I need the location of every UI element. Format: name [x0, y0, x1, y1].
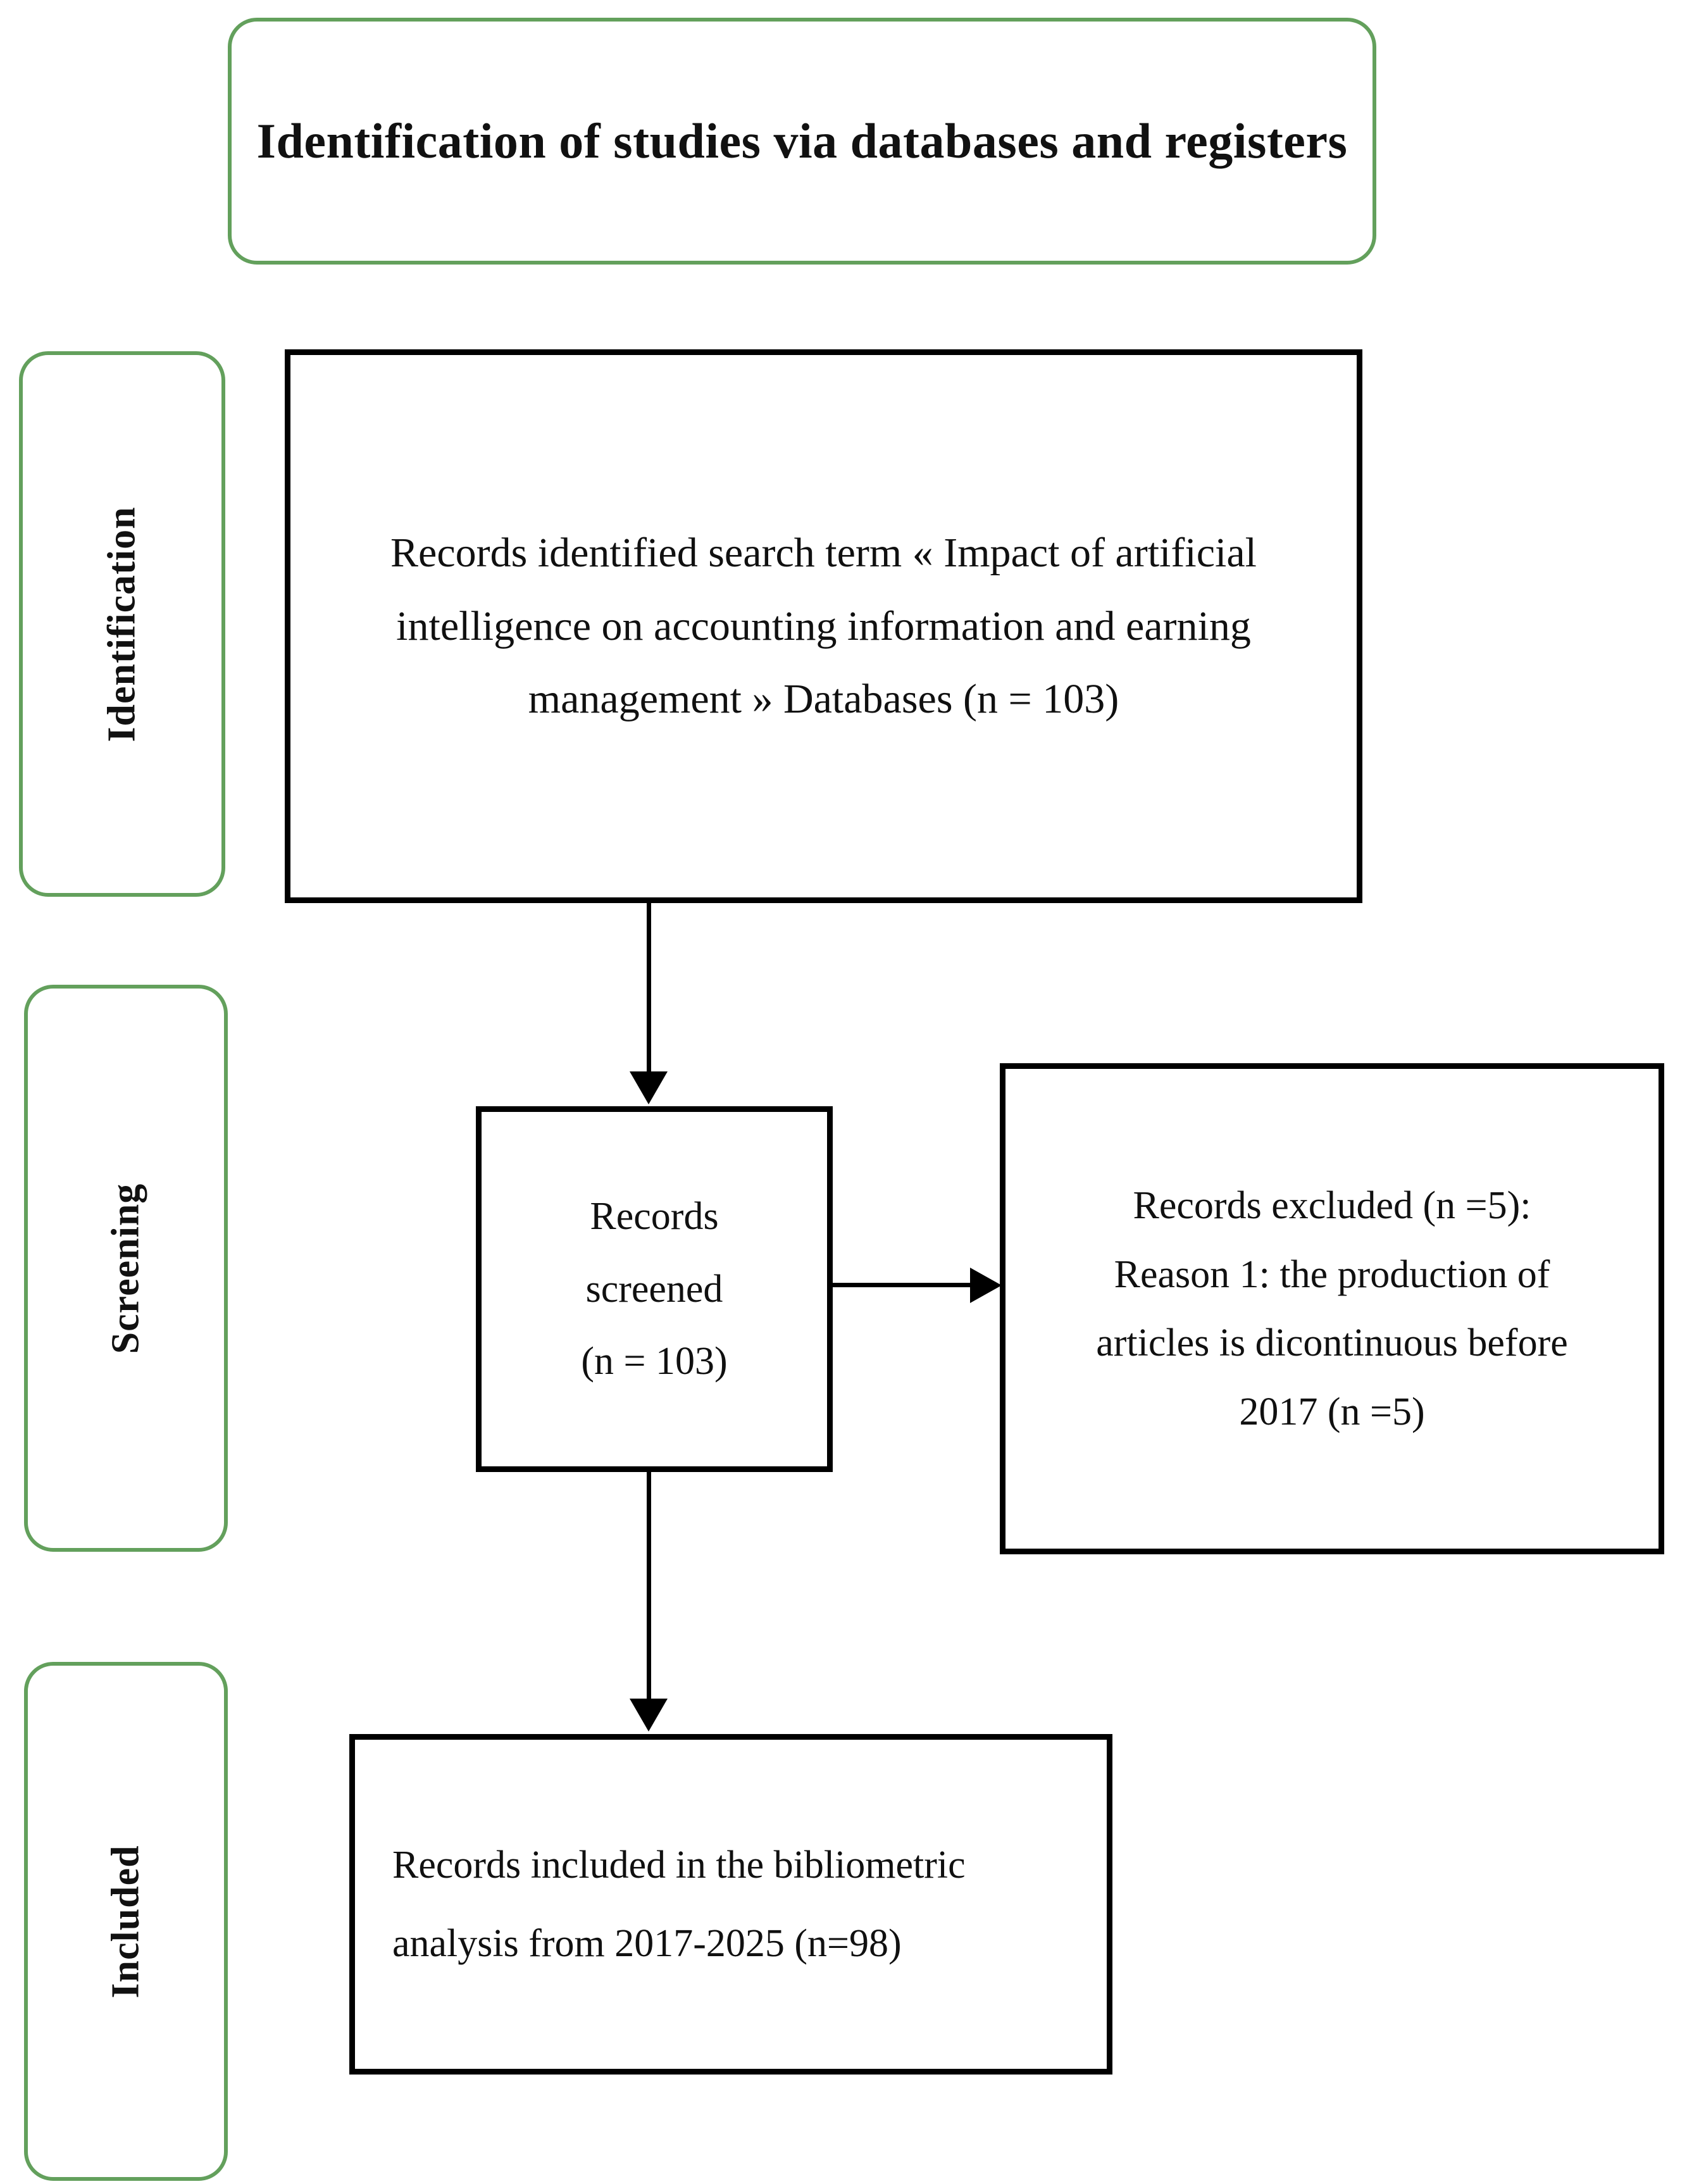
stage-label-included-text: Included	[104, 1844, 147, 1999]
connector-screened-to-excluded-line	[833, 1283, 973, 1287]
records-excluded-line-2: Reason 1: the production of	[1114, 1252, 1550, 1296]
records-included-line-2: analysis from 2017-2025 (n=98)	[392, 1922, 902, 1965]
diagram-title-box: Identification of studies via databases …	[228, 18, 1376, 265]
box-records-excluded-text: Records excluded (n =5): Reason 1: the p…	[1028, 1171, 1636, 1446]
connector-screened-to-included-line	[647, 1471, 651, 1700]
box-records-excluded: Records excluded (n =5): Reason 1: the p…	[1000, 1063, 1664, 1554]
box-records-included: Records included in the bibliometric ana…	[349, 1734, 1112, 2075]
records-excluded-line-4: 2017 (n =5)	[1239, 1390, 1425, 1433]
stage-label-screening: Screening	[24, 985, 228, 1552]
box-records-identified-text: Records identified search term « Impact …	[349, 516, 1298, 736]
records-included-line-1: Records included in the bibliometric	[392, 1844, 966, 1887]
stage-label-screening-text: Screening	[104, 1183, 147, 1354]
box-records-screened-text: Records screened (n = 103)	[496, 1180, 812, 1398]
records-screened-line-1: Records	[590, 1194, 719, 1238]
page-title: Identification of studies via databases …	[256, 113, 1348, 169]
records-excluded-line-3: articles is dicontinuous before	[1096, 1321, 1568, 1364]
arrow-down-icon-screened-to-included	[630, 1699, 668, 1732]
box-records-identified: Records identified search term « Impact …	[285, 349, 1362, 903]
box-records-screened: Records screened (n = 103)	[476, 1106, 833, 1472]
connector-identified-to-screened-line	[647, 902, 651, 1074]
box-records-included-text: Records included in the bibliometric ana…	[392, 1826, 1069, 1983]
records-identified-line-3: management » Databases (n = 103)	[528, 676, 1119, 723]
records-screened-line-2: screened	[585, 1267, 723, 1311]
stage-label-identification-text: Identification	[100, 506, 144, 742]
records-identified-line-1: Records identified search term « Impact …	[390, 530, 1257, 577]
stage-label-identification: Identification	[19, 351, 225, 897]
records-screened-line-3: (n = 103)	[581, 1340, 728, 1383]
arrow-right-icon-screened-to-excluded	[970, 1268, 1002, 1303]
records-excluded-line-1: Records excluded (n =5):	[1133, 1184, 1531, 1227]
stage-label-included: Included	[24, 1662, 228, 2181]
arrow-down-icon-identified-to-screened	[630, 1071, 668, 1104]
records-identified-line-2: intelligence on accounting information a…	[396, 602, 1251, 649]
